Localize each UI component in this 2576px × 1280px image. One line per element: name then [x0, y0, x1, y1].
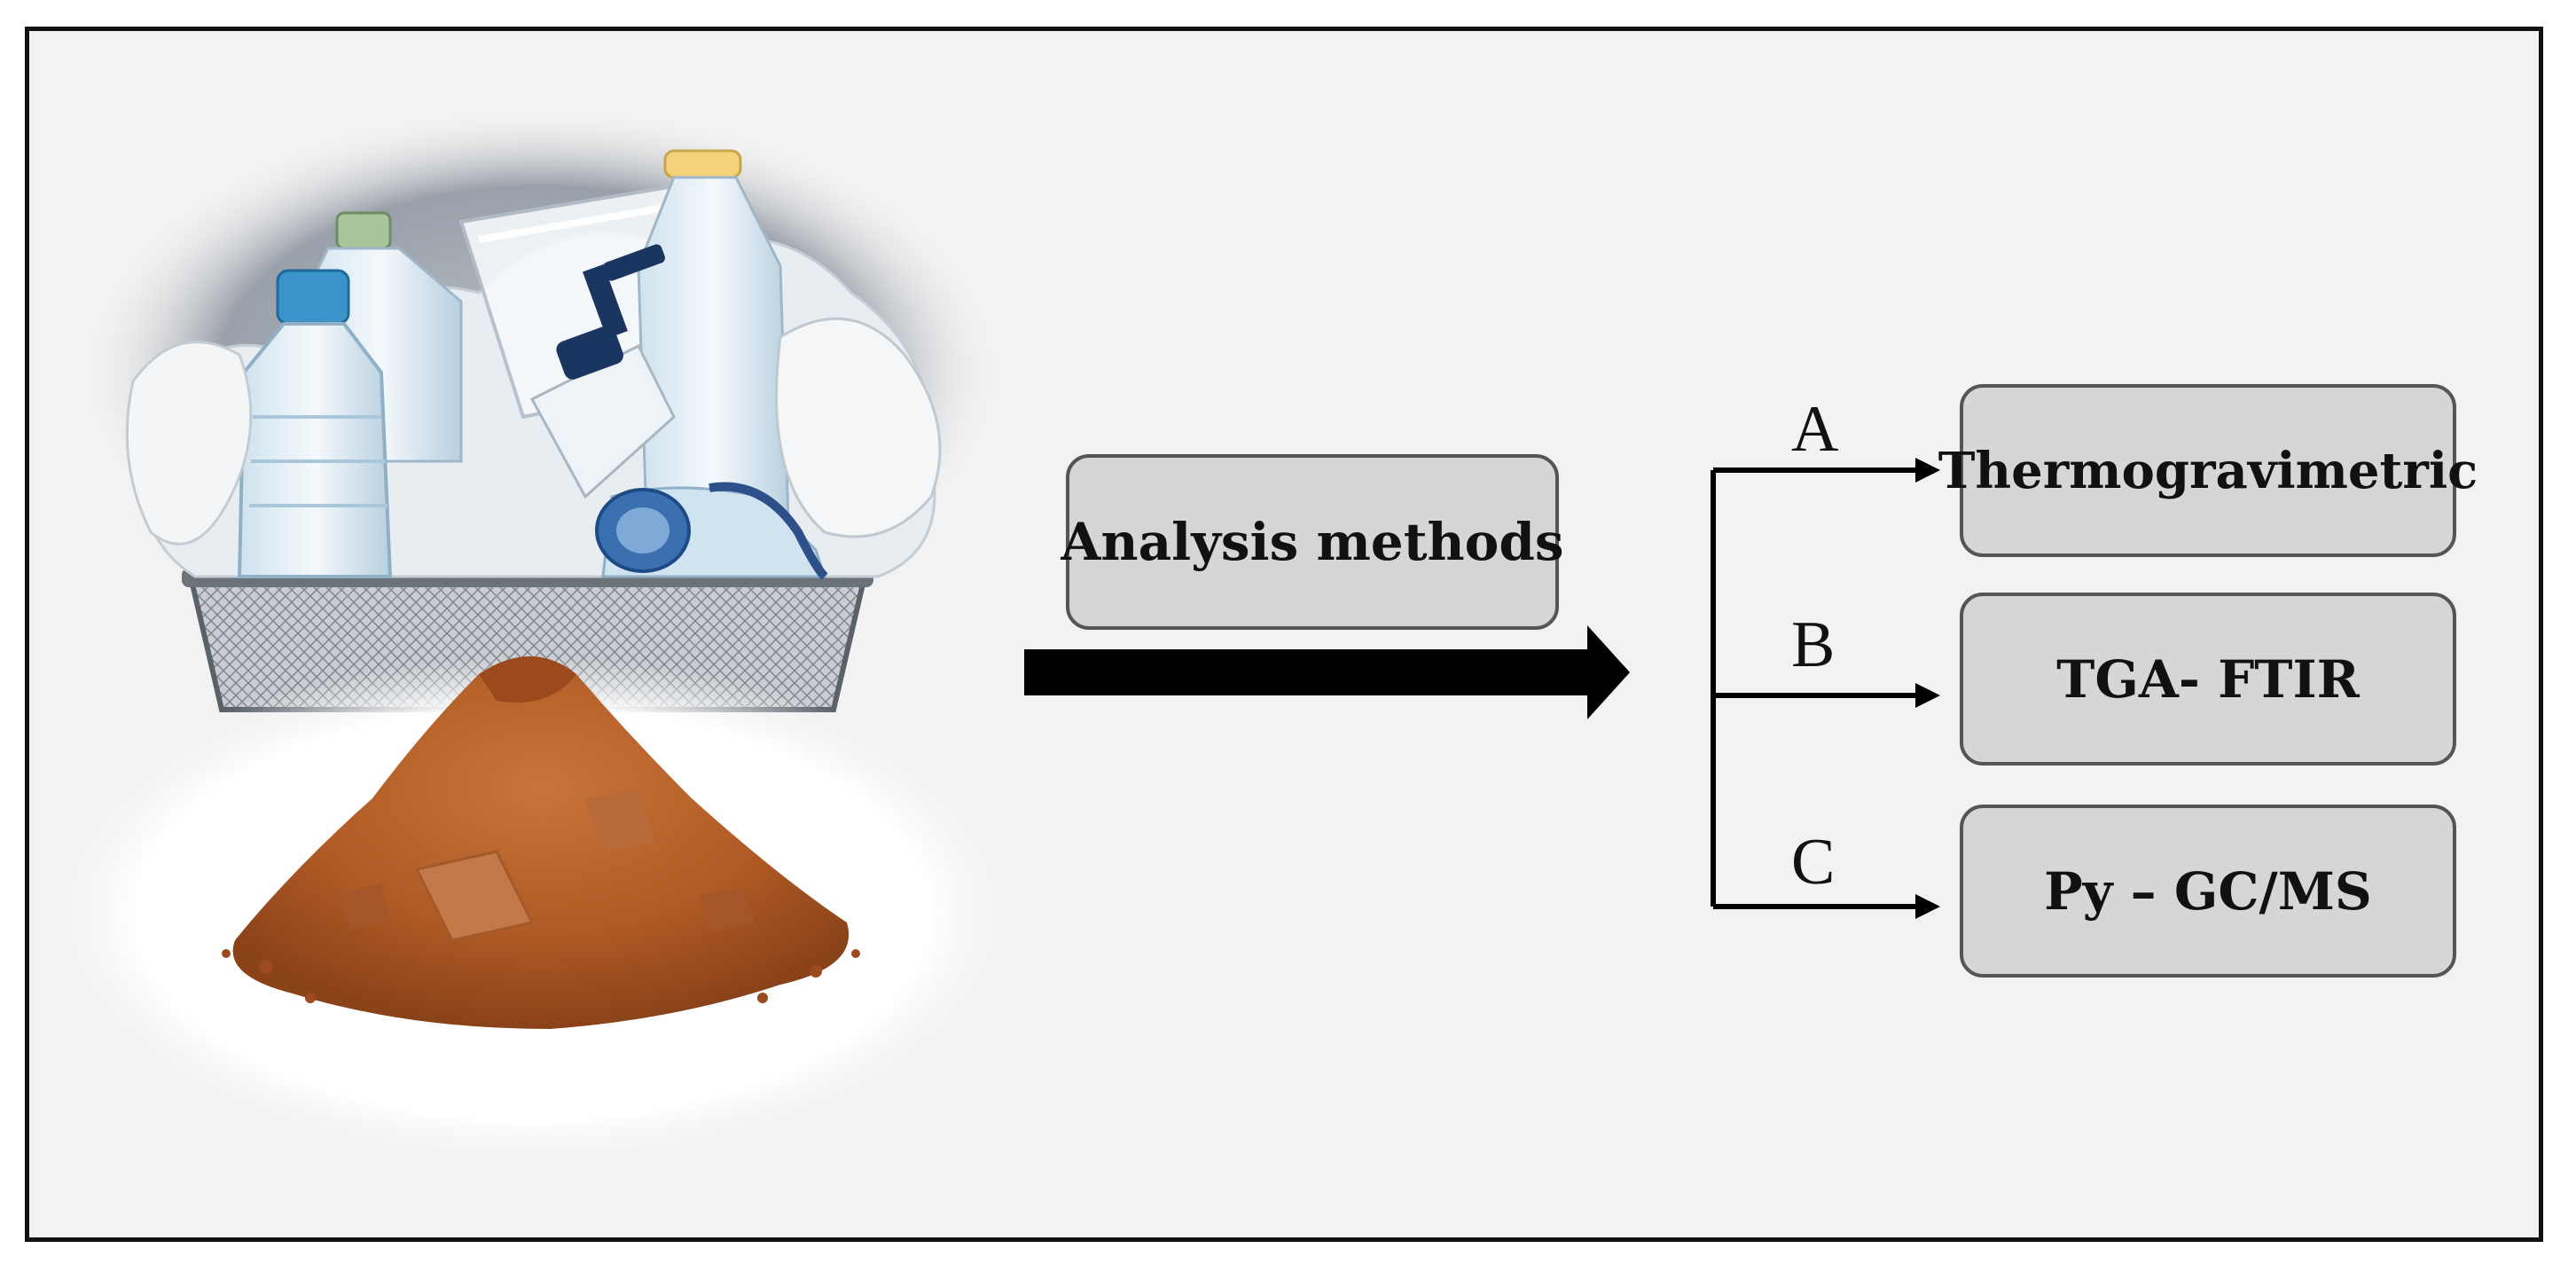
arrowhead-b [1915, 683, 1940, 708]
method-label-b: TGA- FTIR [2056, 648, 2360, 710]
method-box-tga-ftir: TGA- FTIR [1960, 593, 2456, 766]
branch-label-b: B [1791, 609, 1836, 681]
method-box-py-gcms: Py – GC/MS [1960, 805, 2456, 978]
branch-label-a: A [1791, 393, 1839, 466]
powder-pile-illustration [35, 656, 1029, 1171]
arrowhead-c [1915, 894, 1940, 919]
analysis-methods-box: Analysis methods [1061, 454, 1564, 630]
main-arrow [1024, 625, 1630, 719]
plastic-waste-illustration [80, 106, 1002, 712]
method-label-c: Py – GC/MS [2044, 860, 2372, 922]
method-label-a: Thermogravimetric [1938, 441, 2478, 500]
branch-label-c: C [1791, 826, 1836, 899]
method-box-thermogravimetric: Thermogravimetric [1938, 384, 2478, 557]
analysis-methods-label: Analysis methods [1061, 512, 1564, 572]
branch-connector [1711, 467, 1920, 909]
arrowhead-a [1915, 458, 1940, 483]
